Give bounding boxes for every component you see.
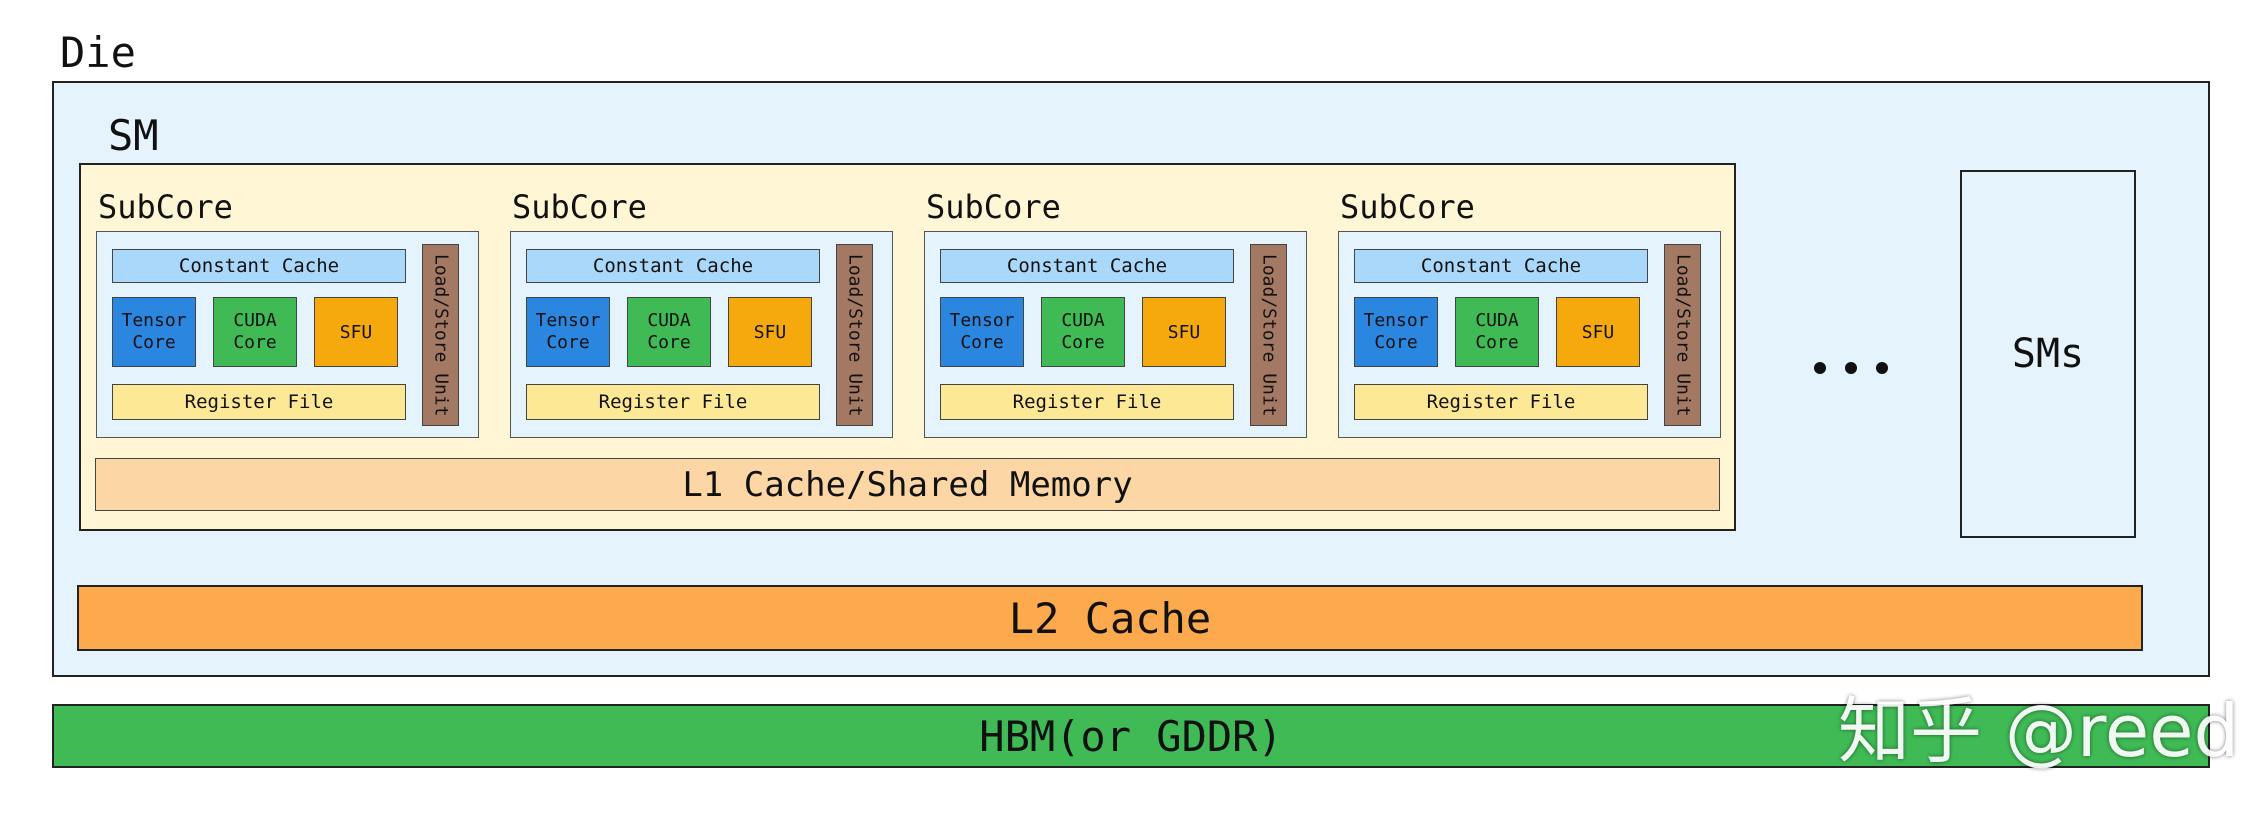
sfu: SFU <box>1142 297 1226 367</box>
tensor-core: Tensor Core <box>1354 297 1438 367</box>
l2-cache: L2 Cache <box>77 585 2143 651</box>
ellipsis <box>1806 338 1896 398</box>
load-store-unit: Load/Store Unit <box>1250 244 1287 426</box>
ellipsis-dot <box>1814 362 1826 374</box>
load-store-unit-label: Load/Store Unit <box>1258 253 1280 417</box>
tensor-core: Tensor Core <box>526 297 610 367</box>
register-file: Register File <box>940 384 1234 420</box>
die-label: Die <box>60 28 136 77</box>
load-store-unit: Load/Store Unit <box>1664 244 1701 426</box>
sfu: SFU <box>728 297 812 367</box>
subcore-title: SubCore <box>1340 188 1475 226</box>
register-file: Register File <box>112 384 406 420</box>
cuda-core: CUDA Core <box>213 297 297 367</box>
cuda-core: CUDA Core <box>627 297 711 367</box>
sms-box: SMs <box>1960 170 2136 538</box>
constant-cache: Constant Cache <box>940 249 1234 283</box>
subcore-title: SubCore <box>98 188 233 226</box>
hbm-memory: HBM(or GDDR) <box>52 704 2210 768</box>
load-store-unit: Load/Store Unit <box>422 244 459 426</box>
sfu: SFU <box>314 297 398 367</box>
watermark: 知乎 @reed <box>1838 689 2240 773</box>
constant-cache: Constant Cache <box>1354 249 1648 283</box>
ellipsis-dot <box>1876 362 1888 374</box>
load-store-unit-label: Load/Store Unit <box>430 253 452 417</box>
ellipsis-dot <box>1845 362 1857 374</box>
cuda-core: CUDA Core <box>1455 297 1539 367</box>
cuda-core: CUDA Core <box>1041 297 1125 367</box>
sfu: SFU <box>1556 297 1640 367</box>
load-store-unit-label: Load/Store Unit <box>1672 253 1694 417</box>
tensor-core: Tensor Core <box>940 297 1024 367</box>
subcore-title: SubCore <box>512 188 647 226</box>
register-file: Register File <box>1354 384 1648 420</box>
l1-cache-shared-memory: L1 Cache/Shared Memory <box>95 458 1720 511</box>
subcore-title: SubCore <box>926 188 1061 226</box>
sm-label: SM <box>108 111 159 160</box>
load-store-unit-label: Load/Store Unit <box>844 253 866 417</box>
load-store-unit: Load/Store Unit <box>836 244 873 426</box>
tensor-core: Tensor Core <box>112 297 196 367</box>
constant-cache: Constant Cache <box>112 249 406 283</box>
constant-cache: Constant Cache <box>526 249 820 283</box>
register-file: Register File <box>526 384 820 420</box>
